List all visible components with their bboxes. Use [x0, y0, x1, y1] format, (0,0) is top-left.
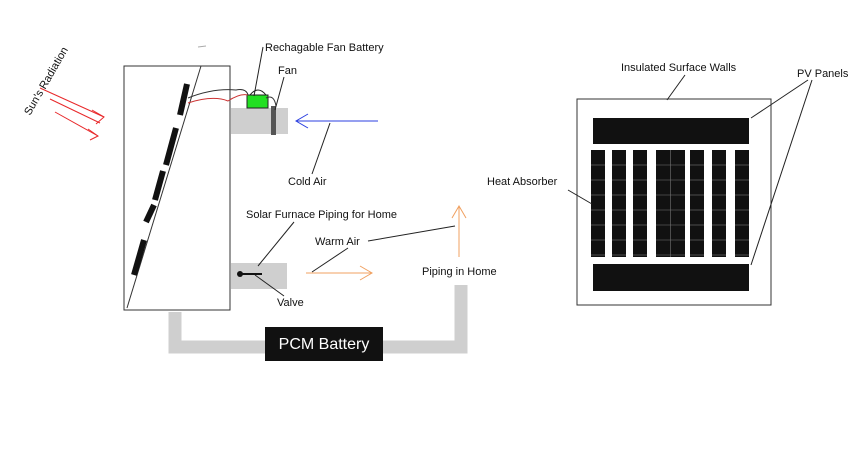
piping-home-label: Piping in Home — [422, 266, 497, 278]
collector-pv-strip — [152, 170, 166, 201]
absorber-column — [690, 150, 704, 257]
absorber-column — [591, 150, 605, 257]
fan — [271, 106, 276, 135]
valve-knob — [237, 271, 243, 277]
black-wire — [187, 89, 249, 99]
valve-label: Valve — [277, 297, 304, 309]
collector-pv-strip — [163, 127, 179, 166]
insulated-walls-leader — [666, 74, 686, 101]
sun-radiation-arrows — [39, 87, 105, 141]
warm-air-arrowhead — [359, 265, 373, 281]
pcm-battery-label: PCM Battery — [279, 336, 370, 353]
absorber-column — [712, 150, 726, 257]
heat-absorber-leader — [567, 189, 593, 205]
sun-radiation-label: Sun's Radiation — [22, 45, 71, 117]
fan-battery-leader — [253, 46, 264, 97]
solar-piping-label: Solar Furnace Piping for Home — [246, 209, 397, 221]
pv-panels-label: PV Panels — [797, 68, 849, 80]
insulated-walls-label: Insulated Surface Walls — [621, 62, 737, 74]
pcm-battery-block — [265, 327, 383, 361]
collector-pv-strip — [131, 239, 147, 276]
absorber-column — [633, 150, 647, 257]
home-piping-arrowhead — [451, 205, 467, 219]
warm-air-leader-2 — [367, 225, 456, 242]
pv-panels-leader-top — [750, 79, 809, 119]
battery-wire — [249, 89, 267, 96]
pv-panels-leader-bottom — [750, 79, 813, 266]
cold-air-label: Cold Air — [288, 176, 327, 188]
collector-pv-strip — [143, 203, 157, 224]
absorber-column — [735, 150, 749, 257]
fan-leader — [274, 76, 285, 111]
valve-leader — [254, 274, 285, 297]
cold-air-duct — [231, 108, 288, 134]
fan-wire — [265, 96, 277, 107]
solar-piping-leader — [257, 221, 295, 267]
heat-absorber-label: Heat Absorber — [487, 176, 558, 188]
red-wire — [187, 94, 249, 104]
fan-label: Fan — [278, 65, 297, 77]
pv-panel-bottom — [593, 264, 749, 291]
cold-air-arrowhead — [295, 113, 309, 129]
absorber-column — [612, 150, 626, 257]
solar-collector-box — [123, 65, 231, 311]
warm-air-leader — [311, 247, 349, 273]
collector-diagonal — [126, 65, 202, 309]
stray-mark — [197, 45, 207, 48]
warm-air-label: Warm Air — [315, 236, 360, 248]
fan-battery — [246, 94, 269, 109]
collector-pv-strip — [177, 83, 190, 116]
pv-panel-top — [593, 118, 749, 144]
fan-battery-label: Rechagable Fan Battery — [265, 42, 384, 54]
heat-absorber — [591, 150, 749, 257]
cold-air-leader — [311, 122, 331, 175]
